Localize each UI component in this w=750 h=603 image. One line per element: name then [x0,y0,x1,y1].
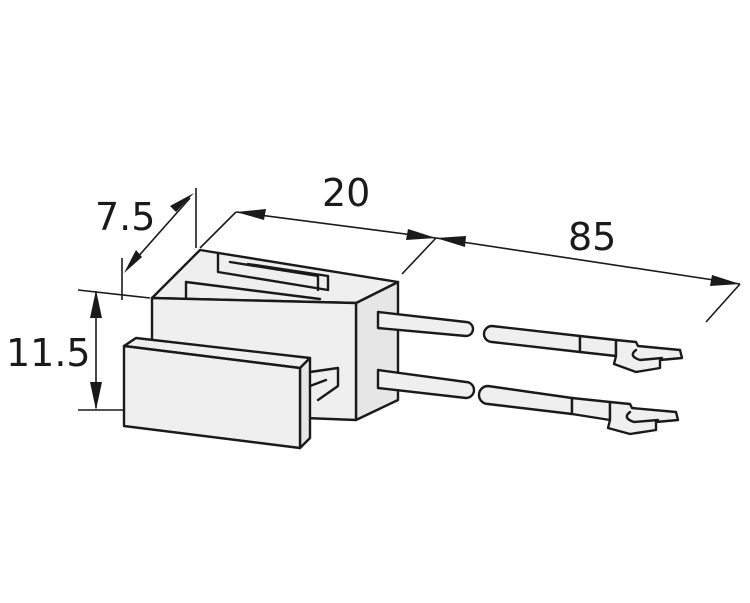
lead-wire-upper [376,310,684,374]
connector-front-plate [122,336,340,450]
dimension-width: 20 [199,171,437,275]
dimension-depth: 7.5 [95,188,197,300]
dimension-height: 11.5 [6,289,151,411]
dimension-depth-label: 7.5 [95,195,155,239]
lead-wire-lower [376,368,680,436]
dimension-width-label: 20 [322,171,370,215]
dimension-height-label: 11.5 [6,331,91,375]
dimension-lead-length: 85 [435,215,741,323]
dimension-lead-length-label: 85 [568,215,616,259]
